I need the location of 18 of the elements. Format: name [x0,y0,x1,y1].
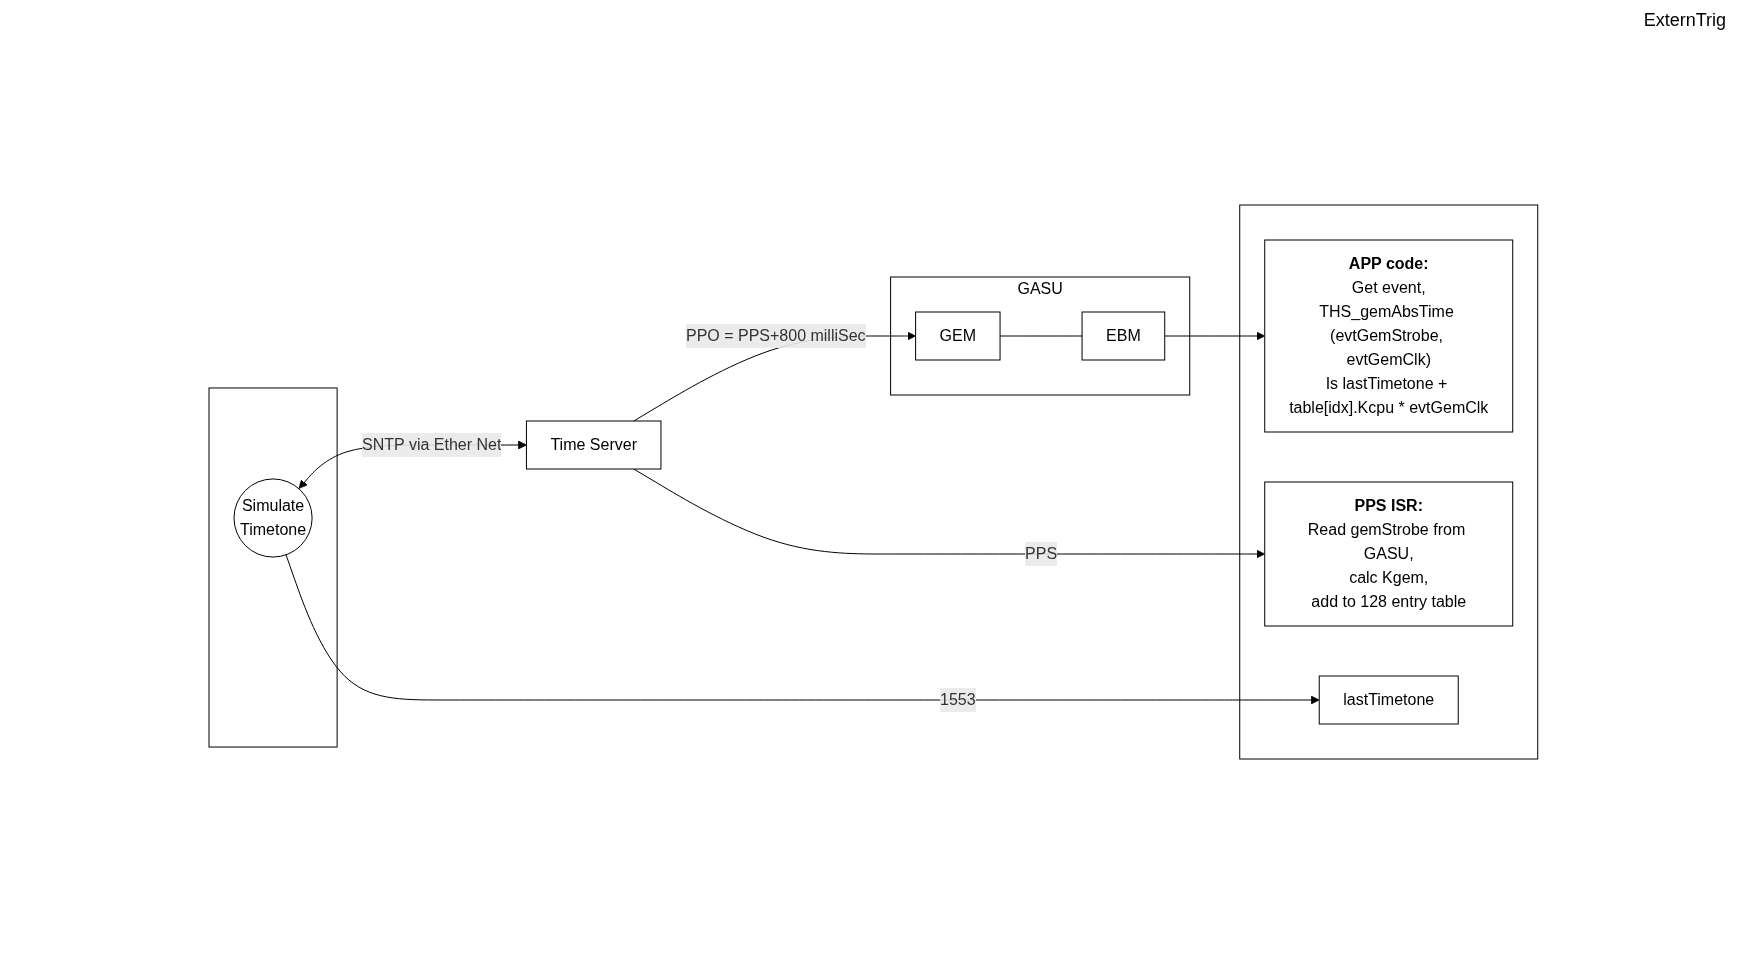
node-box: lastTimetone [1318,675,1459,724]
node-box: Time Server [525,420,662,469]
node-box: APP code: Get event, THS_gemAbsTime (evtGemStrobe, evtGemClk) Is lastTimetone + table[idx].Kcpu * evtGemClk [1263,239,1513,432]
edge-label: 1553 [939,690,976,708]
connector [999,335,1083,336]
cluster [208,386,338,748]
cluster [1238,204,1538,759]
node-box: PPS ISR: Read gemStrobe from GASU, calc Kgem, add to 128 entry table [1263,481,1513,626]
signal-label: ExternTrig [1643,10,1726,31]
arrow [1163,331,1265,340]
node-box: GEM [914,311,1001,360]
arrow [632,468,1265,558]
edge-label: PPO = PPS+800 milliSec [685,326,866,344]
edge-label: SNTP via Ether Net [361,435,502,453]
edge-label: PPS [1024,544,1057,562]
node-circle: Simulate Timetone [233,477,313,558]
arrow [285,553,1320,704]
node-box: EBM [1081,311,1165,360]
